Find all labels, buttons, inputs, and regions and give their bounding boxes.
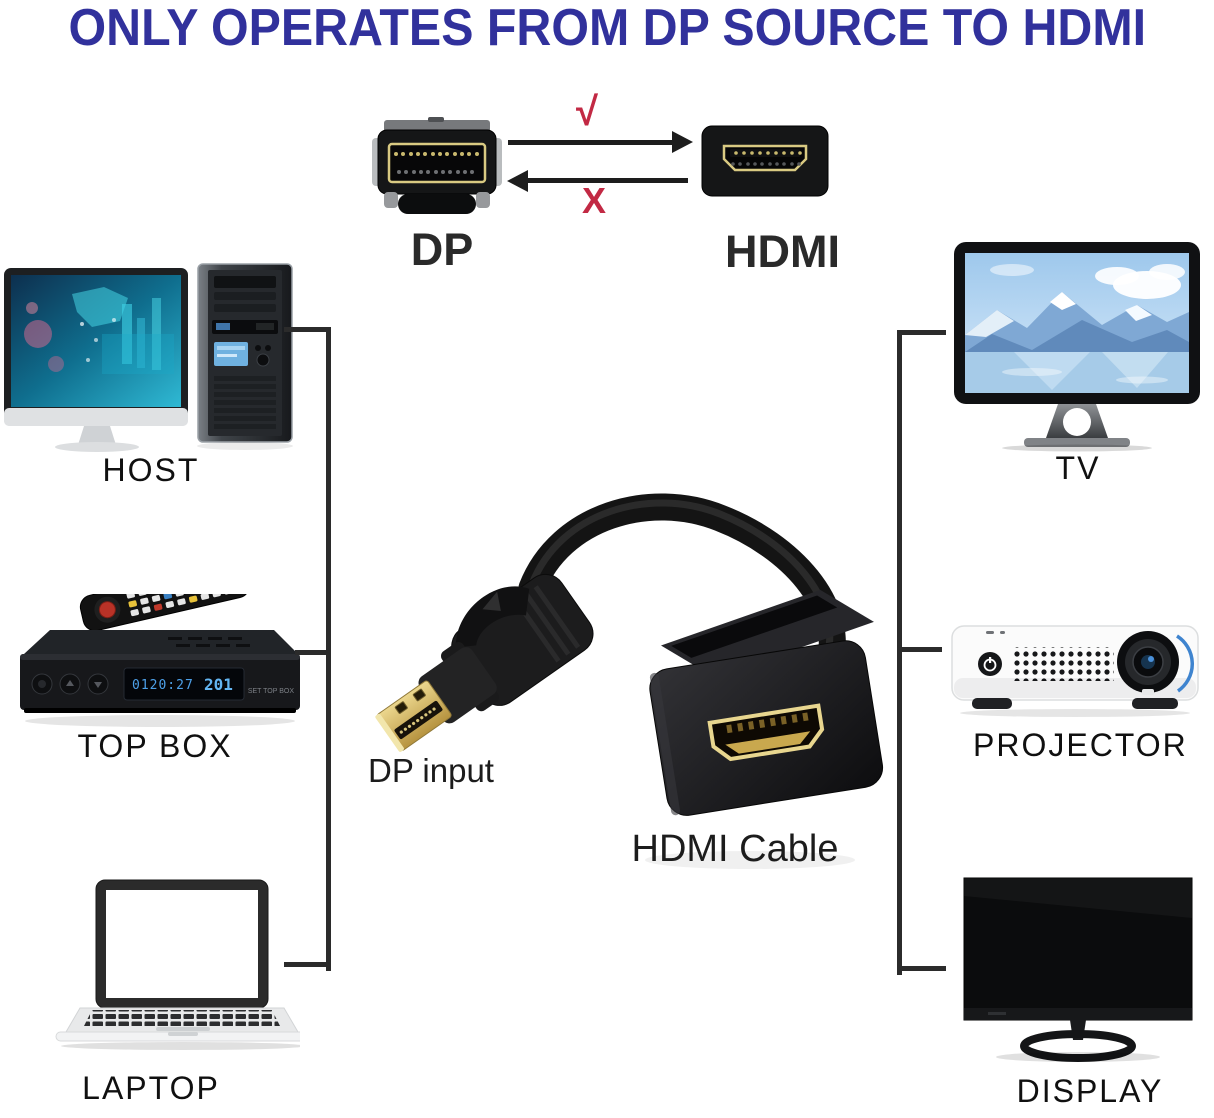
x-mark: X — [582, 180, 607, 221]
hdmi-to-dp-arrowhead — [507, 170, 528, 192]
projector-label: PROJECTOR — [973, 727, 1188, 763]
left-bracket-topbox-stub — [295, 650, 331, 655]
set-top-box-icon: 0120:27 201 SET TOP BOX — [20, 594, 300, 727]
display-ring-stand — [1020, 1030, 1136, 1062]
laptop-screen — [106, 890, 258, 998]
dp-to-hdmi-arrowhead — [672, 131, 693, 153]
left-bracket-laptop-stub — [284, 962, 331, 967]
left-bracket-host-stub — [284, 327, 330, 332]
stb-display — [123, 667, 245, 701]
stb-display-time: 0120:27 — [132, 678, 194, 693]
hdmi-connector-icon — [701, 125, 829, 197]
dp-label: DP — [410, 224, 474, 275]
tv-label: TV — [1055, 450, 1101, 486]
adapter-hdmi-cable-label: HDMI Cable — [631, 828, 839, 870]
stb-panel-text: SET TOP BOX — [248, 688, 295, 695]
page-title: ONLY OPERATES FROM DP SOURCE TO HDMI — [68, 0, 1146, 57]
dp-connector-icon — [372, 117, 502, 214]
adapter-hdmi-socket — [649, 589, 884, 816]
laptop-touchpad — [156, 1027, 210, 1031]
adapter-dp-plug — [375, 573, 594, 752]
projector-icon — [951, 625, 1199, 717]
host-computer-icon — [4, 263, 293, 452]
dp-to-hdmi-adapter-image — [375, 493, 884, 869]
hdmi-pins-bottom — [731, 162, 801, 166]
tv-icon — [954, 242, 1200, 452]
right-bracket-projector-stub — [899, 647, 942, 652]
remote-control — [79, 594, 250, 632]
dp-pins-bottom — [397, 170, 474, 174]
projector-power-button — [978, 652, 1002, 676]
dp-pins-top — [394, 152, 479, 156]
display-screen — [963, 877, 1193, 1021]
stb-display-channel: 201 — [204, 675, 233, 694]
host-monitor-stand — [78, 426, 116, 445]
adapter-dp-input-label: DP input — [368, 752, 494, 789]
hdmi-to-dp-arrow-line — [528, 178, 688, 183]
hdmi-pins-top — [734, 151, 802, 155]
check-mark: √ — [576, 90, 598, 134]
left-bracket-vertical — [326, 327, 331, 971]
top-box-label: TOP BOX — [77, 728, 233, 764]
right-bracket-vertical — [897, 330, 902, 975]
display-monitor-icon — [963, 877, 1193, 1062]
right-bracket-display-stub — [899, 966, 946, 971]
laptop-icon — [55, 879, 300, 1050]
laptop-label: LAPTOP — [82, 1070, 220, 1106]
hdmi-label: HDMI — [725, 226, 840, 277]
dp-to-hdmi-arrow-line — [508, 140, 674, 145]
projector-vents — [1012, 647, 1114, 681]
right-bracket-tv-stub — [899, 330, 946, 335]
host-label: HOST — [102, 452, 200, 488]
display-label: DISPLAY — [1016, 1073, 1164, 1109]
laptop-keyboard — [84, 1010, 280, 1026]
stb-top-face — [24, 630, 298, 654]
